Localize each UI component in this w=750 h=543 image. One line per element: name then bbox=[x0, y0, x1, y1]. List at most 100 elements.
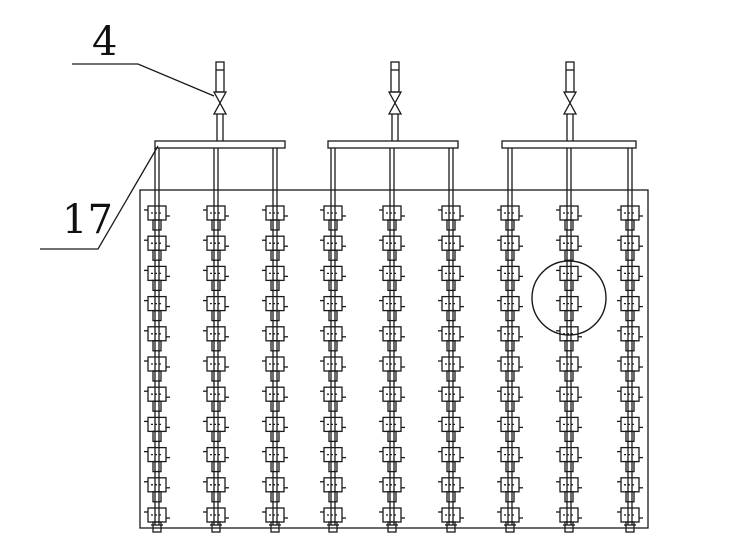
rod-link bbox=[446, 279, 456, 292]
rod-link bbox=[270, 249, 280, 261]
rod-link bbox=[211, 309, 221, 322]
rod-link bbox=[270, 400, 280, 412]
rod-link bbox=[446, 219, 456, 231]
rod-link bbox=[152, 491, 162, 503]
rod-link bbox=[387, 521, 397, 533]
rod-link bbox=[270, 219, 280, 231]
rod-link bbox=[387, 219, 397, 231]
rod-link bbox=[328, 309, 338, 322]
rod-link bbox=[211, 279, 221, 292]
rod-link bbox=[152, 340, 162, 352]
rod-link bbox=[387, 400, 397, 412]
rod-link bbox=[328, 521, 338, 533]
electrode-rod bbox=[320, 148, 346, 533]
rod-link bbox=[446, 340, 456, 352]
rod-link bbox=[564, 340, 574, 352]
rod-link bbox=[446, 460, 456, 473]
rod-link bbox=[270, 309, 280, 322]
rod-link bbox=[152, 370, 162, 382]
electrode-rod bbox=[262, 148, 288, 533]
rod-link bbox=[387, 491, 397, 503]
rod-link bbox=[211, 370, 221, 382]
inlet-pipe bbox=[565, 61, 575, 93]
label-manifold-number: 17 bbox=[62, 197, 113, 243]
rod-link bbox=[505, 249, 515, 261]
inlet-pipe bbox=[390, 61, 400, 93]
inlet-pipe bbox=[215, 61, 225, 93]
rod-link bbox=[211, 491, 221, 503]
electrode-rod bbox=[438, 148, 464, 533]
rod-link bbox=[387, 460, 397, 473]
rod-link bbox=[211, 521, 221, 533]
rod-link bbox=[564, 521, 574, 533]
rod-link bbox=[625, 460, 635, 473]
rod-link bbox=[505, 521, 515, 533]
rod-link bbox=[505, 219, 515, 231]
rod-link bbox=[446, 400, 456, 412]
rod-link bbox=[387, 279, 397, 292]
rod-link bbox=[446, 491, 456, 503]
electrode-rod bbox=[556, 148, 582, 533]
rod-link bbox=[505, 430, 515, 443]
rod-link bbox=[211, 430, 221, 443]
rod-link bbox=[446, 430, 456, 443]
rod-link bbox=[211, 249, 221, 261]
rod-link bbox=[505, 460, 515, 473]
rod-link bbox=[564, 249, 574, 261]
rod-link bbox=[505, 309, 515, 322]
rod-link bbox=[446, 370, 456, 382]
rod-link bbox=[387, 309, 397, 322]
rod-link bbox=[625, 309, 635, 322]
rod-link bbox=[328, 460, 338, 473]
leader-manifold bbox=[40, 145, 159, 250]
module-1 bbox=[144, 61, 288, 533]
rod-link bbox=[625, 430, 635, 443]
rod-link bbox=[328, 370, 338, 382]
leader-valve bbox=[72, 63, 215, 97]
rod-link bbox=[211, 400, 221, 412]
rod-link bbox=[625, 521, 635, 533]
electrode-modules bbox=[144, 61, 643, 533]
rod-link bbox=[387, 430, 397, 443]
rod-link bbox=[211, 340, 221, 352]
detail-circle bbox=[531, 260, 607, 336]
rod-link bbox=[270, 460, 280, 473]
rod-link bbox=[625, 279, 635, 292]
rod-link bbox=[564, 491, 574, 503]
module-2 bbox=[320, 61, 464, 533]
rod-link bbox=[446, 521, 456, 533]
electrode-rod bbox=[203, 148, 229, 533]
rod-link bbox=[152, 279, 162, 292]
electrode-rod bbox=[144, 148, 170, 533]
rod-link bbox=[446, 309, 456, 322]
electrode-rod bbox=[617, 148, 643, 533]
rod-link bbox=[564, 279, 574, 292]
rod-link bbox=[505, 370, 515, 382]
rod-link bbox=[446, 249, 456, 261]
rod-link bbox=[270, 491, 280, 503]
rod-link bbox=[152, 309, 162, 322]
rod-link bbox=[564, 460, 574, 473]
rod-link bbox=[328, 430, 338, 443]
valve-icon bbox=[387, 91, 403, 115]
rod-link bbox=[152, 249, 162, 261]
rod-link bbox=[625, 400, 635, 412]
rod-link bbox=[505, 400, 515, 412]
rod-link bbox=[211, 219, 221, 231]
rod-link bbox=[152, 460, 162, 473]
rod-link bbox=[328, 340, 338, 352]
rod-link bbox=[564, 430, 574, 443]
leader-lines bbox=[40, 63, 215, 250]
rod-link bbox=[152, 430, 162, 443]
rod-link bbox=[625, 491, 635, 503]
module-3 bbox=[497, 61, 643, 533]
rod-link bbox=[625, 340, 635, 352]
rod-link bbox=[270, 521, 280, 533]
rod-link bbox=[270, 430, 280, 443]
rod-link bbox=[152, 400, 162, 412]
rod-link bbox=[328, 491, 338, 503]
rod-link bbox=[270, 340, 280, 352]
rod-link bbox=[270, 370, 280, 382]
rod-link bbox=[564, 400, 574, 412]
